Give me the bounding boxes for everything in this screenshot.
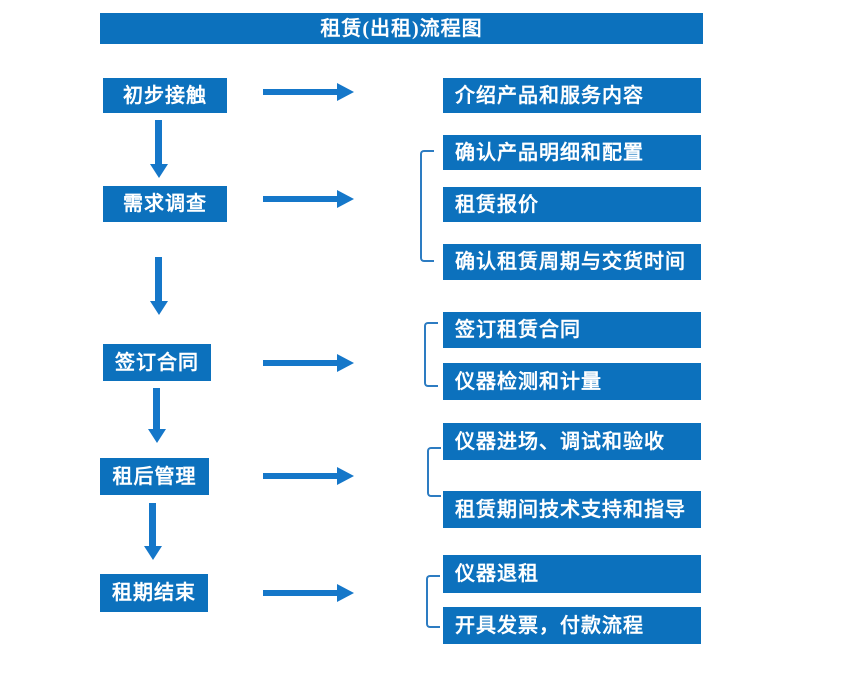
detail-box: 确认租赁周期与交货时间: [443, 244, 701, 280]
detail-box: 介绍产品和服务内容: [443, 78, 701, 113]
down-arrow-icon: [147, 388, 166, 443]
detail-box: 仪器进场、调试和验收: [443, 423, 701, 460]
detail-box: 仪器退租: [443, 555, 701, 593]
group-bracket-sign-contract: [424, 322, 438, 387]
right-arrow-icon: [263, 190, 354, 208]
down-arrow-icon: [149, 257, 168, 315]
group-bracket-lease-end: [426, 575, 440, 628]
down-arrow-icon: [149, 120, 168, 178]
detail-box: 仪器检测和计量: [443, 363, 701, 400]
detail-box: 确认产品明细和配置: [443, 135, 701, 170]
right-arrow-icon: [263, 467, 354, 485]
detail-box: 租赁期间技术支持和指导: [443, 491, 701, 528]
step-box-initial-contact: 初步接触: [103, 78, 227, 113]
right-arrow-icon: [263, 83, 354, 101]
flowchart-title: 租赁(出租)流程图: [100, 13, 703, 44]
step-box-demand-survey: 需求调查: [103, 186, 227, 222]
right-arrow-icon: [263, 584, 354, 602]
group-bracket-demand-survey: [420, 150, 434, 262]
detail-box: 租赁报价: [443, 187, 701, 222]
group-bracket-post-rental-management: [427, 447, 441, 497]
right-arrow-icon: [263, 354, 354, 372]
step-box-sign-contract: 签订合同: [103, 344, 211, 381]
step-box-post-rental-management: 租后管理: [100, 458, 209, 495]
detail-box: 签订租赁合同: [443, 312, 701, 348]
down-arrow-icon: [143, 503, 162, 560]
step-box-lease-end: 租期结束: [100, 574, 208, 612]
detail-box: 开具发票，付款流程: [443, 607, 701, 644]
